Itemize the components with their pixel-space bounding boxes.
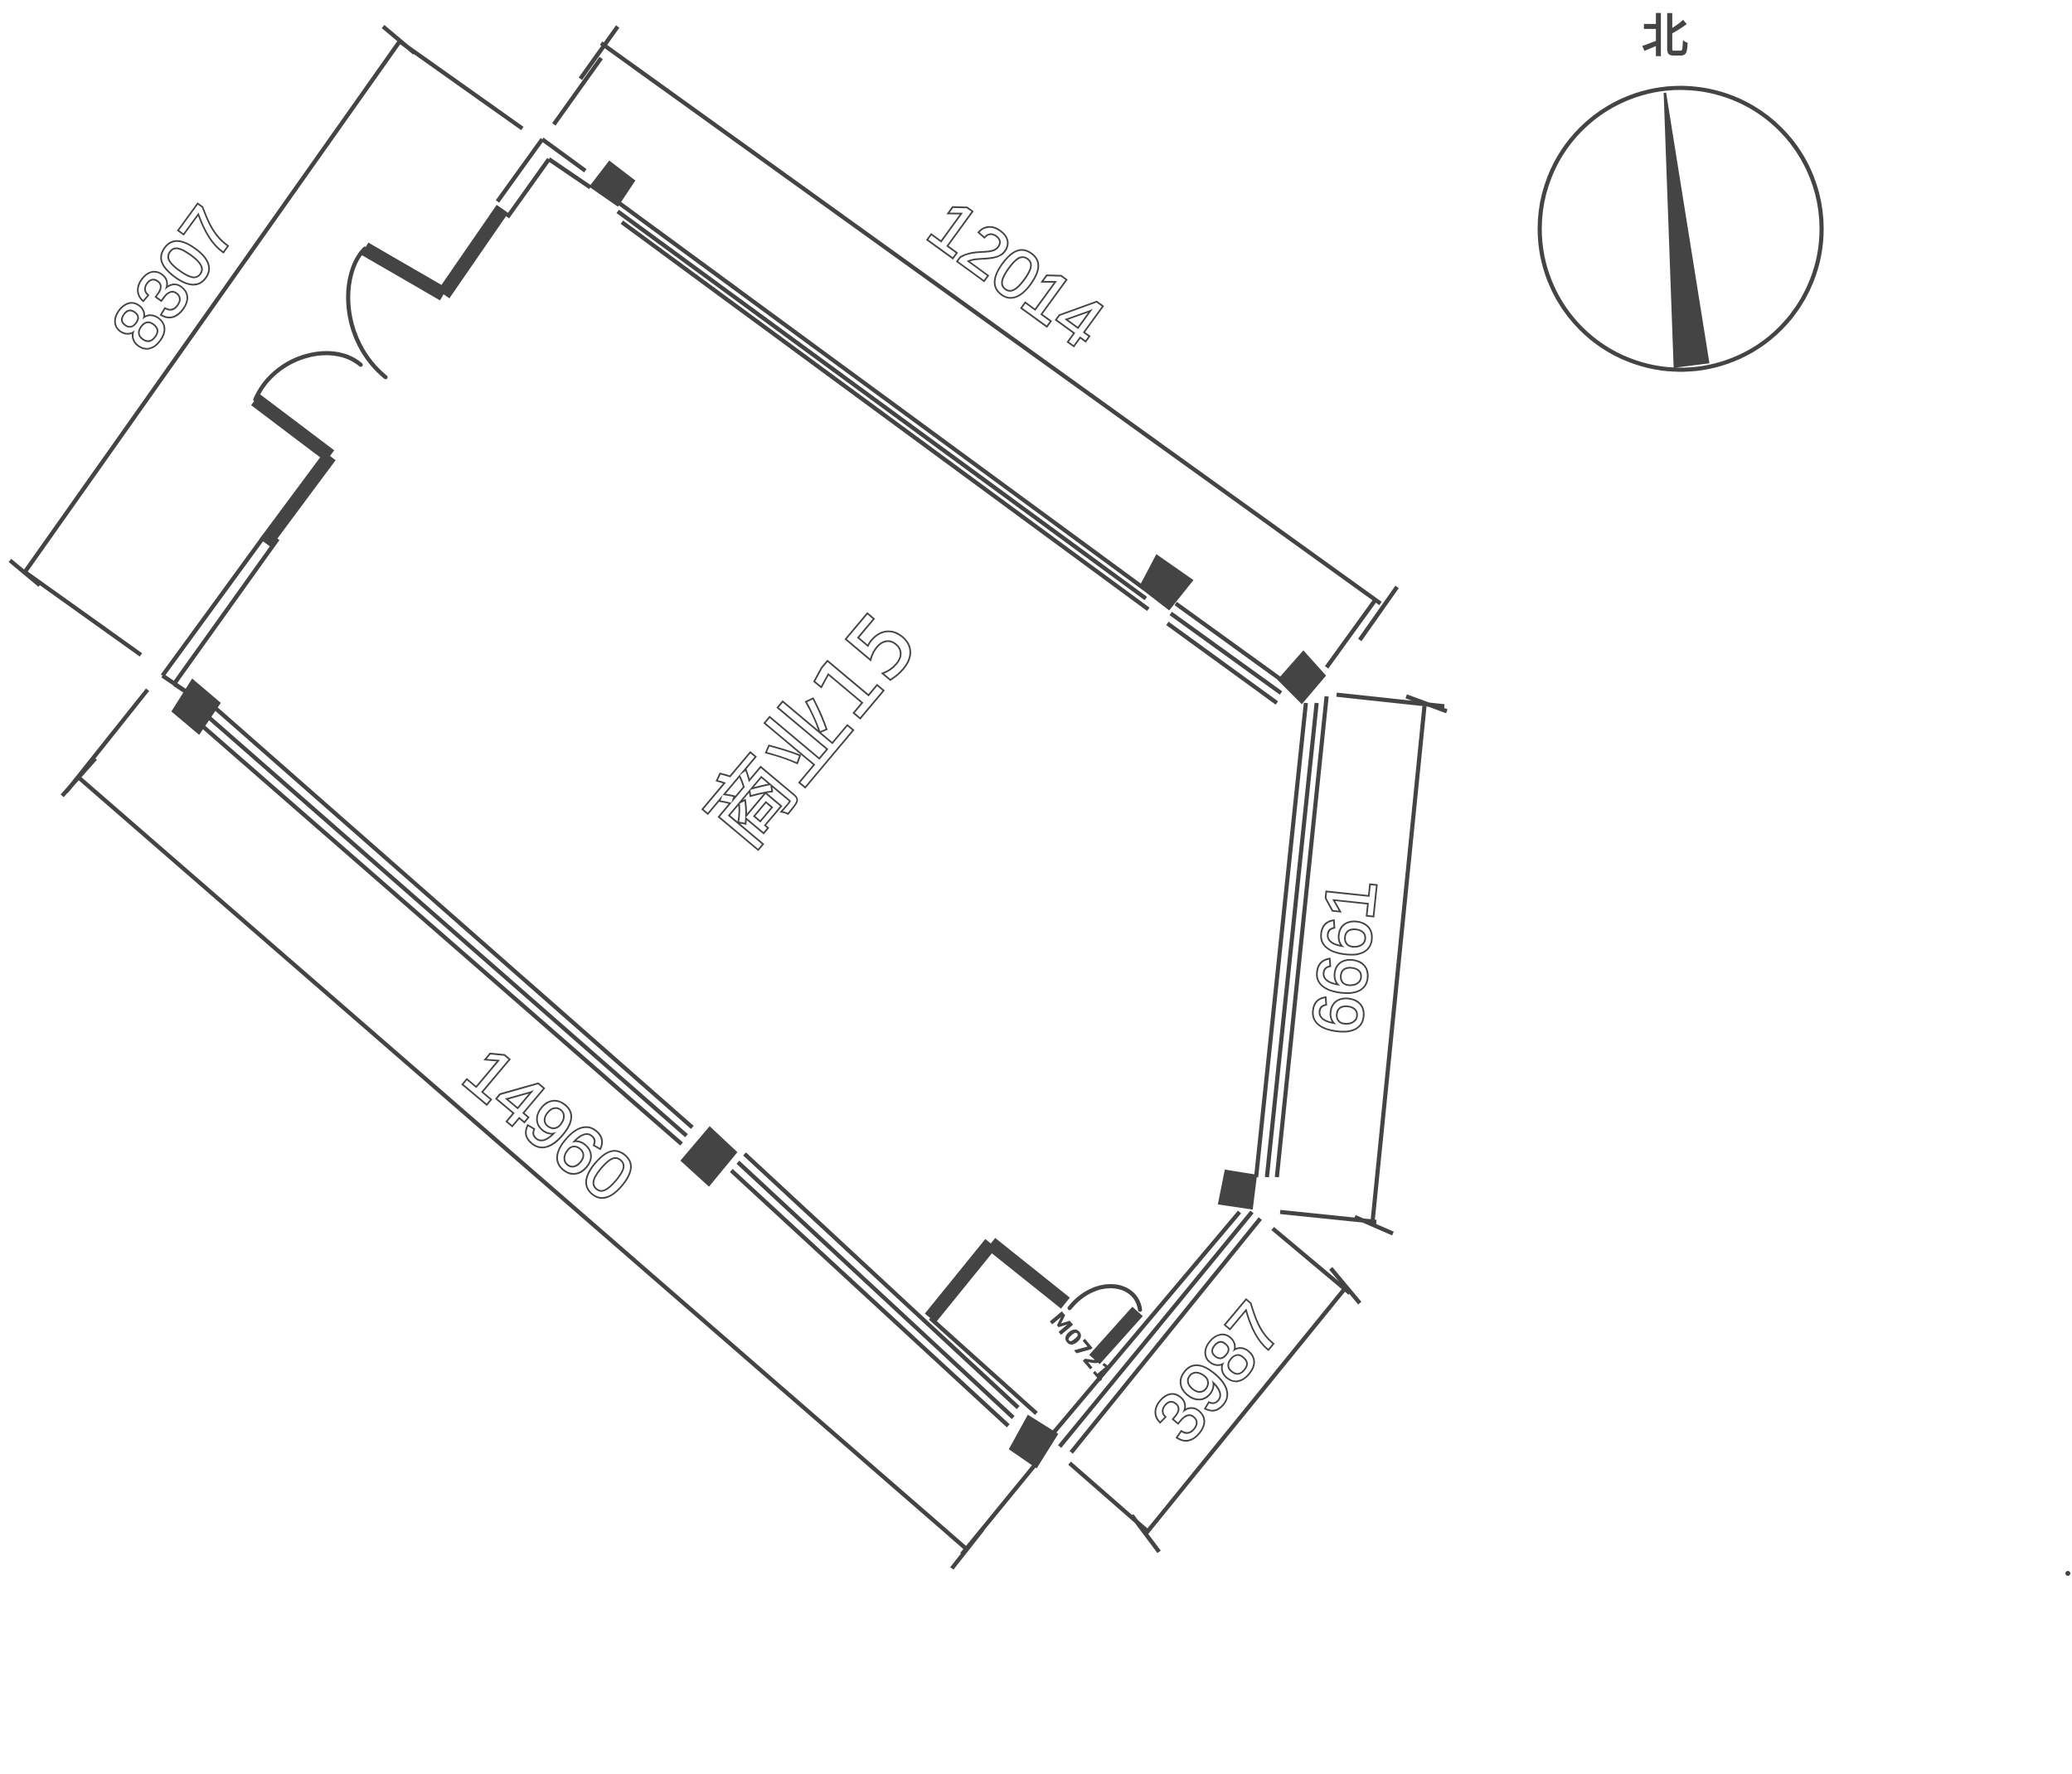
- column-right-low: [1217, 1169, 1258, 1210]
- wall-bottom-inset-1: [924, 1238, 997, 1323]
- walls: [160, 137, 1329, 1454]
- wall-bottom-inset-3: [929, 1316, 1038, 1415]
- edge-dot: [2065, 1571, 2070, 1576]
- wall-right-window: [1254, 696, 1329, 1178]
- door-upper-swing-1: [346, 246, 388, 380]
- column-top-mid: [1138, 554, 1194, 611]
- door-upper-swing-2: [253, 351, 363, 402]
- room-label: 商业15: [688, 594, 937, 865]
- door-upper: [253, 246, 388, 402]
- dimension-label-top: 12014: [915, 186, 1118, 362]
- wall-left-solid-2: [260, 451, 336, 548]
- door-lower-swing: [1067, 1284, 1143, 1312]
- compass-circle: [1537, 85, 1824, 372]
- dimension-bottom: 14960: [61, 688, 1038, 1570]
- wall-upper-solid-2: [361, 242, 448, 301]
- wall-top-left-corner: [495, 137, 592, 219]
- north-arrow-icon: [1663, 92, 1710, 368]
- wall-left-solid-1: [250, 394, 335, 462]
- dimension-top: 12014: [551, 25, 1400, 669]
- north-compass: 北: [1537, 10, 1824, 372]
- columns: [171, 160, 1327, 1469]
- column-bottom-mid: [680, 1126, 738, 1187]
- dimension-label-lower-right: 3987: [1138, 1288, 1297, 1457]
- dimension-upper-left: 8307: [8, 25, 524, 657]
- door-lower-leaf: [1089, 1306, 1143, 1364]
- wall-bottom-inset-2: [986, 1238, 1070, 1309]
- column-top-right: [1277, 650, 1327, 705]
- wall-top-window: [612, 196, 1285, 705]
- wall-left-double: [160, 533, 280, 703]
- column-bottom-right: [1008, 1414, 1059, 1469]
- dimension-right: 6661: [1279, 692, 1448, 1236]
- wall-bottom-window: [199, 703, 1020, 1427]
- dimension-label-upper-left: 8307: [97, 193, 251, 364]
- column-top-left: [589, 160, 636, 207]
- column-left: [171, 678, 221, 735]
- wall-lower-right: [1047, 1210, 1262, 1454]
- dimension-label-right: 6661: [1298, 875, 1391, 1038]
- north-label: 北: [1642, 10, 1688, 64]
- wall-upper-solid: [438, 205, 508, 298]
